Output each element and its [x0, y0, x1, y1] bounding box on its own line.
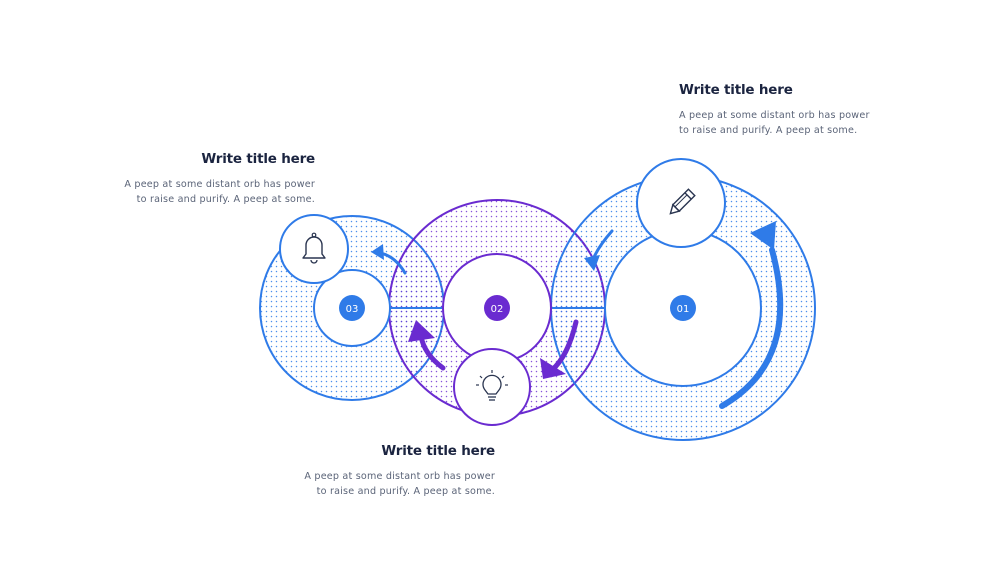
arrow-03-left-icon [371, 244, 407, 275]
arrow-02-up-icon [408, 320, 446, 371]
pencil-icon [669, 188, 696, 215]
step-01-text-block: Write title here A peep at some distant … [679, 82, 879, 138]
step-01-badge: 01 [670, 295, 696, 321]
step-01-description: A peep at some distant orb has power to … [679, 108, 879, 138]
step-01-icon-holder [636, 158, 726, 248]
step-02-description-line2: to raise and purify. A peep at some. [316, 486, 495, 497]
step-02-description: A peep at some distant orb has power to … [290, 469, 495, 499]
step-01-number: 01 [677, 304, 690, 315]
step-03-description-line1: A peep at some distant orb has power [124, 179, 315, 190]
step-03-icon-holder [279, 214, 349, 284]
step-03-badge: 03 [339, 295, 365, 321]
step-01-description-line1: A peep at some distant orb has power [679, 110, 870, 121]
step-02-icon-holder [453, 348, 531, 426]
step-01-title: Write title here [679, 82, 793, 98]
step-03-description: A peep at some distant orb has power to … [110, 177, 315, 207]
step-01-description-line2: to raise and purify. A peep at some. [679, 125, 858, 136]
step-02-title: Write title here [381, 443, 495, 459]
step-03-description-line2: to raise and purify. A peep at some. [136, 194, 315, 205]
step-02-number: 02 [491, 304, 504, 315]
step-02-badge: 02 [484, 295, 510, 321]
arrow-02-down-icon [540, 319, 579, 379]
bell-icon [302, 232, 326, 264]
step-03-title: Write title here [201, 151, 315, 167]
lightbulb-icon [476, 370, 508, 401]
arrow-01-left-icon [584, 229, 614, 271]
step-02-text-block: Write title here A peep at some distant … [290, 443, 495, 499]
step-02-description-line1: A peep at some distant orb has power [304, 471, 495, 482]
step-03-text-block: Write title here A peep at some distant … [110, 151, 315, 207]
arrow-01-up-icon [719, 221, 784, 409]
step-03-number: 03 [346, 304, 359, 315]
